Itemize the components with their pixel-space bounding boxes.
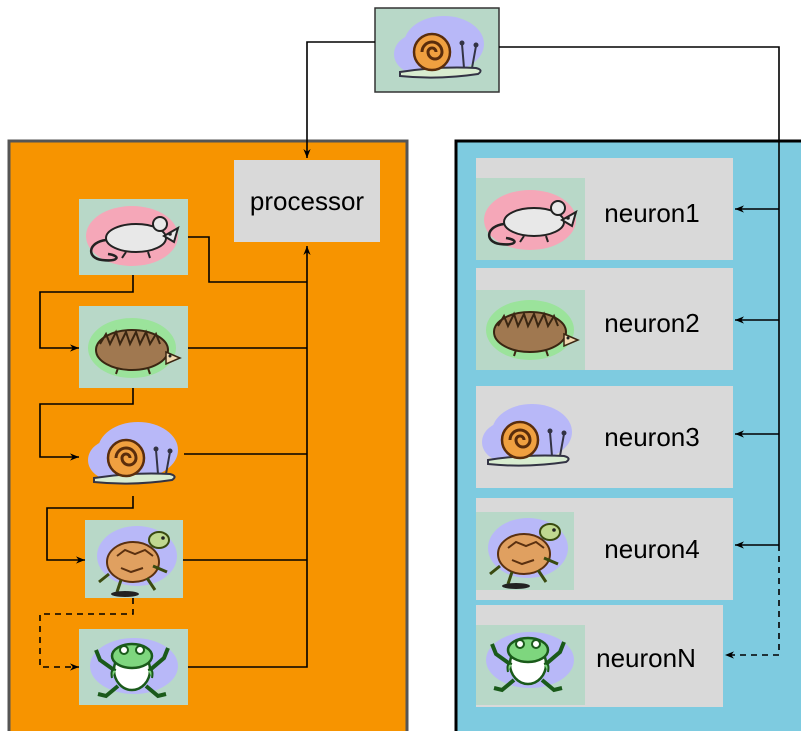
processor-label: processor	[250, 186, 364, 216]
neuron-label: neuron3	[604, 422, 699, 452]
neuron-label: neuron1	[604, 198, 699, 228]
hedgehog-to-snail-connector	[39, 388, 134, 461]
left-hedgehog-node	[79, 306, 188, 388]
processor-box: processor	[234, 160, 380, 242]
neuron-box-n: neuronN	[476, 605, 723, 707]
left-chain-connectors	[39, 275, 134, 671]
neuron-label: neuron2	[604, 308, 699, 338]
left-turtle-node	[85, 520, 183, 599]
neuron-box-2: neuron2	[476, 268, 733, 370]
left-frog-node	[79, 629, 188, 705]
neuron-bus	[499, 46, 780, 659]
neuron-box-3: neuron3	[476, 386, 733, 488]
left-mouse-node	[79, 199, 188, 275]
neuron-label: neuron4	[604, 534, 699, 564]
snail-to-turtle-connector	[46, 496, 134, 564]
mouse-icon	[482, 188, 578, 252]
frog-to-processor	[188, 246, 311, 668]
processor-bus	[183, 236, 311, 668]
bus-to-neuronN	[725, 545, 780, 659]
neuron-box-4: neuron4	[476, 498, 733, 600]
top-snail-to-right-bus	[499, 46, 780, 545]
neuron-label: neuronN	[596, 643, 696, 673]
neuron-box-1: neuron1	[476, 158, 733, 260]
mouse-to-processor	[188, 236, 307, 283]
top-snail-to-processor	[303, 41, 375, 158]
left-snail-node	[79, 418, 184, 496]
top-snail-node	[374, 7, 500, 93]
mouse-to-hedgehog-connector	[39, 275, 134, 352]
mouse-icon	[84, 204, 180, 268]
